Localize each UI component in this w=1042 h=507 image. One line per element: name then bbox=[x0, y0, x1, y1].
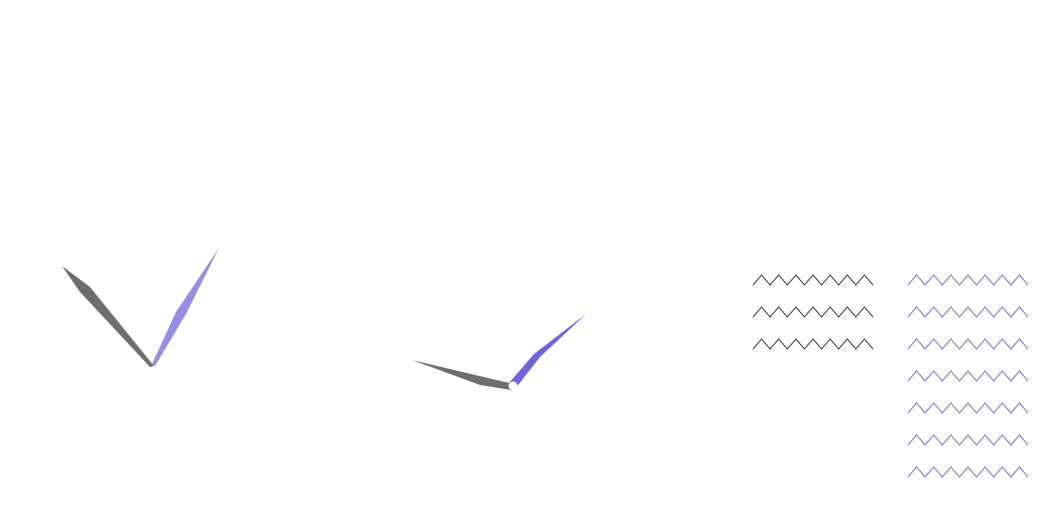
zigzag-line bbox=[907, 306, 1029, 318]
zigzag-line bbox=[752, 306, 874, 318]
minute-hand-icon bbox=[509, 314, 586, 389]
zigzag-line bbox=[907, 370, 1029, 382]
dark-zigzag-group bbox=[752, 274, 874, 350]
zigzag-line bbox=[907, 466, 1029, 478]
zigzag-line bbox=[752, 338, 874, 350]
left-clock bbox=[62, 248, 219, 367]
zigzag-line bbox=[752, 274, 874, 286]
hour-hand-icon bbox=[62, 266, 154, 367]
minute-hand-icon bbox=[152, 248, 219, 366]
hour-hand-icon bbox=[412, 360, 514, 390]
zigzag-line bbox=[907, 274, 1029, 286]
pivot-dot-icon bbox=[508, 381, 518, 391]
zigzag-line bbox=[907, 434, 1029, 446]
blue-zigzag-group bbox=[907, 274, 1029, 478]
zigzag-line bbox=[907, 338, 1029, 350]
zigzag-line bbox=[907, 402, 1029, 414]
right-clock bbox=[412, 314, 586, 391]
